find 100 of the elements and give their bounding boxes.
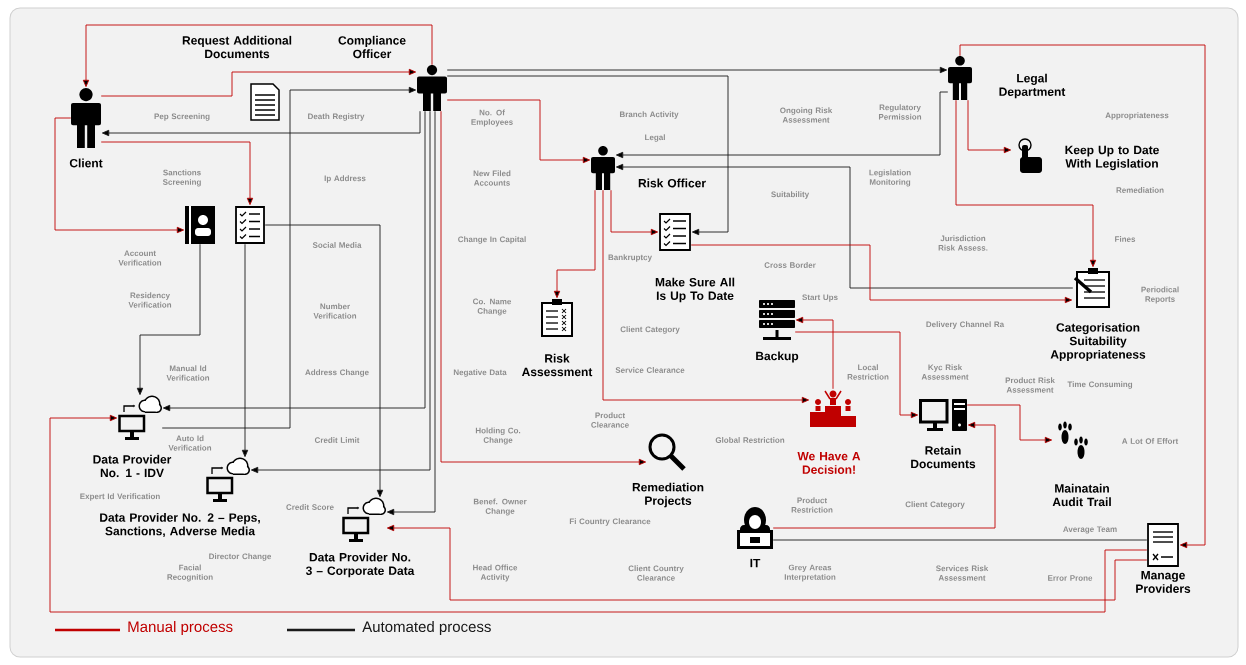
- arrow: [264, 224, 384, 498]
- term-label: Sanctions Screening: [162, 169, 201, 187]
- node-label: Keep Up to Date With Legislation: [1065, 145, 1159, 171]
- node-label: Backup: [756, 351, 799, 363]
- node-label: IT: [750, 558, 761, 568]
- node-label: Risk Officer: [638, 178, 706, 188]
- arrow: [241, 243, 249, 458]
- term-label: A Lot Of Effort: [1122, 438, 1179, 444]
- arrow: [136, 243, 201, 396]
- node-label: Remediation Projects: [632, 482, 704, 508]
- node-label: Retain Documents: [911, 445, 976, 469]
- term-label: Product Risk Assessment: [1005, 377, 1055, 393]
- address-book-icon: [185, 206, 215, 244]
- arrow: [955, 99, 1097, 268]
- node-label: Make Sure All Is Up To Date: [655, 277, 735, 303]
- legend-label: Manual process: [128, 621, 233, 635]
- term-label: Suitability: [771, 191, 810, 199]
- arrow: [446, 66, 948, 74]
- term-label: Pep Screening: [154, 113, 210, 121]
- term-label: Grey Areas Interpretation: [784, 564, 836, 582]
- connector-line: [772, 539, 1148, 541]
- term-label: Manual Id Verification: [166, 365, 210, 381]
- arrow: [615, 163, 1074, 289]
- term-label: Cross Border: [764, 262, 816, 268]
- checklist-icon: [235, 206, 265, 244]
- term-label: Benef. Owner Change: [473, 498, 527, 516]
- term-label: Client Category: [905, 501, 965, 509]
- arrow: [602, 189, 810, 404]
- term-label: Appropriateness: [1105, 112, 1169, 120]
- arrow: [959, 44, 1206, 549]
- term-label: Regulatory Permission: [879, 104, 922, 120]
- arrow: [54, 117, 185, 234]
- arrow: [386, 110, 436, 516]
- arrow: [615, 91, 949, 159]
- term-label: Credit Score: [286, 504, 334, 510]
- term-label: Client Country Clearance: [628, 565, 684, 581]
- term-label: Ip Address: [324, 175, 366, 183]
- term-label: Residency Verification: [128, 292, 172, 308]
- term-label: Ongoing Risk Assessment: [780, 107, 833, 123]
- arrow: [100, 68, 417, 97]
- legend-label: Automated process: [362, 621, 491, 635]
- node-label: Request Additional Documents: [182, 35, 292, 59]
- term-label: Credit Limit: [314, 437, 360, 443]
- term-label: Change In Capital: [458, 236, 526, 244]
- node-label: Legal Department: [999, 73, 1066, 99]
- term-label: Product Clearance: [591, 412, 629, 428]
- term-label: Number Verification: [313, 303, 357, 319]
- arrow: [100, 141, 254, 206]
- arrow: [250, 110, 431, 474]
- term-label: Delivery Channel Ra: [926, 321, 1005, 329]
- arrow: [794, 331, 919, 419]
- term-label: Negative Data: [453, 369, 507, 377]
- term-label: Co. Name Change: [473, 298, 512, 316]
- term-label: Time Consuming: [1067, 381, 1133, 389]
- term-label: Local Restriction: [847, 364, 889, 380]
- arrow: [966, 404, 1053, 444]
- node-label: We Have A Decision!: [797, 452, 861, 474]
- term-label: Client Category: [620, 326, 680, 334]
- arrow: [101, 110, 421, 137]
- term-label: No. Of Employees: [471, 109, 513, 127]
- term-label: Service Clearance: [615, 367, 685, 373]
- term-label: Facial Recognition: [167, 564, 213, 582]
- node-label: Mainatain Audit Trail: [1052, 483, 1111, 507]
- term-label: Legislation Monitoring: [869, 169, 911, 187]
- arrow: [386, 524, 1148, 601]
- term-label: Average Team: [1063, 526, 1117, 534]
- term-label: Error Prone: [1048, 575, 1093, 581]
- term-label: New Filed Accounts: [473, 170, 511, 186]
- term-label: Jurisdiction Risk Assess.: [938, 235, 988, 251]
- term-label: Director Change: [209, 553, 272, 561]
- term-label: Kyc Risk Assessment: [921, 364, 969, 380]
- term-label: Start Ups: [802, 294, 838, 302]
- node-label: Client: [69, 158, 103, 168]
- term-label: Holding Co. Change: [475, 427, 521, 445]
- arrow: [690, 244, 1073, 304]
- term-label: Bankruptcy: [608, 254, 652, 262]
- node-label: Categorisation Suitability Appropriateness: [1050, 322, 1146, 362]
- arrow: [446, 75, 729, 236]
- arrow: [446, 99, 591, 164]
- term-label: Services Risk Assessment: [936, 565, 989, 581]
- term-label: Social Media: [312, 242, 362, 248]
- term-label: Remediation: [1116, 187, 1164, 193]
- term-label: Fi Country Clearance: [569, 518, 651, 526]
- arrow: [772, 421, 996, 529]
- node-label: Compliance Officer: [338, 35, 406, 59]
- node-label: Data Provider No. 2 – Peps, Sanctions, Adverse Media: [100, 513, 260, 538]
- term-label: Branch Activity: [620, 111, 679, 119]
- term-label: Periodical Reports: [1141, 286, 1179, 304]
- term-label: Fines: [1115, 236, 1136, 242]
- arrow: [553, 189, 596, 299]
- node-label: Manage Providers: [1136, 571, 1191, 593]
- term-label: Death Registry: [308, 113, 365, 121]
- term-label: Account Verification: [118, 250, 162, 266]
- arrow: [795, 316, 834, 390]
- term-label: Address Change: [305, 369, 369, 377]
- arrow: [967, 99, 1012, 154]
- node-label: Data Provider No. 3 – Corporate Data: [305, 552, 415, 578]
- term-label: Product Restriction: [791, 497, 833, 513]
- arrow: [49, 414, 1148, 613]
- arrow: [82, 24, 433, 88]
